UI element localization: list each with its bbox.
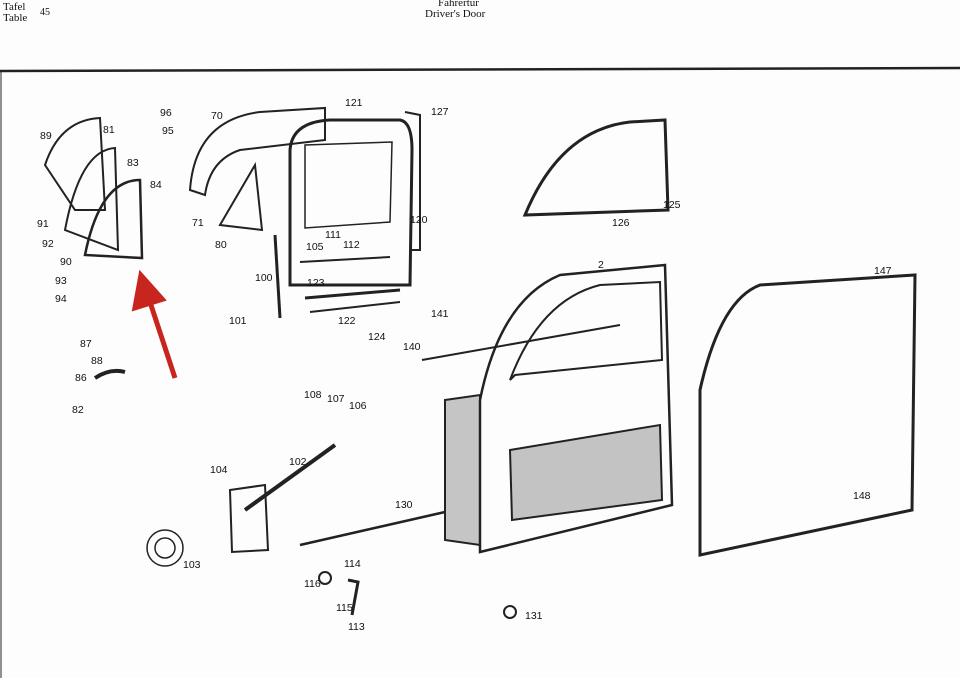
door-window-opening	[509, 280, 664, 381]
door-inner-panel	[508, 423, 664, 522]
title-german: Fahrertür	[438, 0, 479, 9]
red-arrow-head	[131, 269, 167, 312]
part-label: 96	[160, 107, 172, 119]
door-shell-2	[478, 263, 674, 554]
part-label: 130	[395, 499, 413, 511]
window-glass-111	[304, 141, 393, 229]
part-label: 121	[345, 97, 363, 109]
part-label: 70	[211, 110, 223, 122]
part-label: 95	[162, 125, 174, 137]
part-label: 102	[289, 456, 307, 468]
part-label: 105	[306, 241, 324, 253]
part-label: 82	[72, 404, 84, 416]
part-label: 141	[431, 308, 449, 320]
part-label: 116	[304, 578, 321, 590]
vent-frame	[63, 146, 120, 252]
part-label: 93	[55, 275, 67, 287]
part-label: 147	[874, 265, 892, 277]
part-label: 108	[304, 389, 322, 401]
spring-103	[146, 529, 184, 567]
guide-100	[273, 234, 282, 319]
rail-105	[299, 256, 391, 263]
vent-glass-84	[83, 178, 144, 260]
door-hinge-side	[444, 393, 481, 547]
part-label: 91	[37, 218, 49, 230]
part-label: 90	[60, 256, 72, 268]
part-label: 104	[210, 464, 228, 476]
frame-top-border	[0, 66, 960, 73]
channel-127	[404, 111, 421, 251]
part-label: 2	[598, 259, 604, 271]
part-label: 148	[853, 490, 871, 502]
part-label: 101	[229, 315, 247, 327]
clip-131	[503, 605, 517, 619]
part-label: 103	[183, 559, 201, 571]
part-label: 94	[55, 293, 67, 305]
part-label: 112	[343, 239, 360, 251]
window-seal-70	[188, 106, 326, 197]
part-label: 71	[192, 217, 204, 229]
part-label: 92	[42, 238, 54, 250]
part-label: 106	[349, 400, 367, 412]
part-label: 87	[80, 338, 92, 350]
crank-113	[347, 578, 360, 616]
part-label: 81	[103, 124, 115, 136]
tafel-label: Tafel	[3, 1, 26, 13]
part-label: 80	[215, 239, 227, 251]
part-label: 131	[525, 610, 543, 622]
part-label: 86	[75, 372, 87, 384]
part-label: 83	[127, 157, 139, 169]
title-english: Driver's Door	[425, 8, 486, 20]
regulator-mechanism	[228, 483, 270, 554]
table-number: 45	[40, 7, 50, 18]
part-label: 126	[612, 217, 630, 229]
regulator-arm-102	[243, 443, 337, 512]
part-label: 111	[325, 229, 341, 241]
part-label: 107	[327, 393, 345, 405]
quarter-window-125	[522, 118, 670, 217]
part-label: 124	[368, 331, 386, 343]
part-label: 113	[348, 621, 365, 633]
part-label: 88	[91, 355, 103, 367]
part-label: 115	[336, 602, 353, 614]
red-arrow-shaft	[147, 301, 178, 379]
part-label: 100	[255, 272, 273, 284]
part-label: 123	[307, 277, 325, 289]
door-seal-147	[698, 273, 917, 557]
strip-122	[309, 301, 401, 313]
handle-86	[93, 368, 126, 380]
part-label: 89	[40, 130, 52, 142]
part-label: 84	[150, 179, 162, 191]
rail-130	[299, 510, 446, 547]
vent-frame-80	[218, 161, 264, 232]
part-label: 127	[431, 106, 449, 118]
vent-seal-81	[43, 116, 107, 211]
strip-123	[304, 288, 401, 300]
window-frame-120	[288, 118, 414, 287]
part-label: 120	[410, 214, 428, 226]
part-label: 114	[344, 558, 361, 570]
part-label: 140	[403, 341, 421, 353]
strip-140	[421, 324, 621, 361]
table-label: Table	[3, 12, 28, 24]
part-label: 125	[663, 199, 681, 211]
escutcheon-116	[318, 571, 332, 585]
part-label: 122	[338, 315, 356, 327]
